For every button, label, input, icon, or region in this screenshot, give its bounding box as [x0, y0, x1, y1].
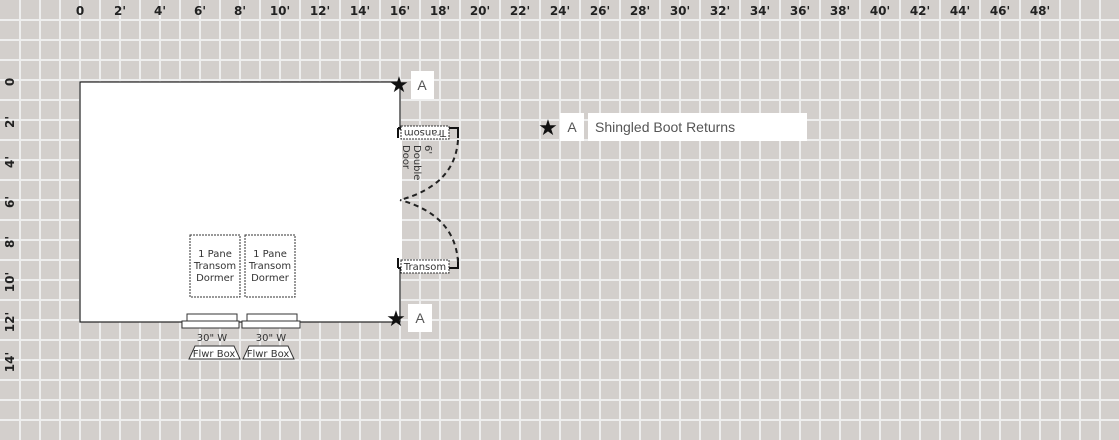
y-tick-label: 10' — [3, 272, 17, 292]
x-tick-label: 32' — [710, 4, 730, 18]
transom-bottom-label: Transom — [403, 262, 446, 273]
y-tick-label: 0 — [3, 78, 17, 86]
star-icon: ★ — [386, 306, 406, 331]
x-tick-label: 40' — [870, 4, 890, 18]
door-label-2: Double — [411, 145, 422, 180]
legend: ★ A Shingled Boot Returns — [538, 113, 807, 141]
double-door[interactable]: Transom Transom 6' Double Door — [397, 125, 459, 274]
door-label-3: Door — [400, 145, 411, 170]
y-tick-label: 8' — [3, 236, 17, 248]
transom-top-label: Transom — [404, 127, 447, 138]
x-tick-label: 48' — [1030, 4, 1050, 18]
legend-key: A — [567, 119, 577, 135]
x-tick-label: 20' — [470, 4, 490, 18]
x-tick-label: 36' — [790, 4, 810, 18]
dormer-label: Dormer — [251, 273, 290, 284]
door-label-1: 6' — [422, 145, 433, 154]
y-axis-labels: 0 2' 4' 6' 8' 10' 12' 14' — [3, 78, 17, 372]
x-tick-label: 38' — [830, 4, 850, 18]
x-tick-label: 16' — [390, 4, 410, 18]
dormer-label: Transom — [248, 261, 291, 272]
flower-box — [242, 345, 295, 360]
flower-box-label: Flwr Box — [193, 349, 236, 360]
x-tick-label: 44' — [950, 4, 970, 18]
x-tick-label: 34' — [750, 4, 770, 18]
x-tick-label: 4' — [154, 4, 166, 18]
marker-label: A — [415, 310, 425, 326]
flower-box — [188, 345, 241, 360]
flower-box-label: Flwr Box — [247, 349, 290, 360]
x-tick-label: 6' — [194, 4, 206, 18]
window-size-label: 30" W — [256, 333, 287, 344]
x-tick-label: 22' — [510, 4, 530, 18]
x-tick-label: 12' — [310, 4, 330, 18]
window-size-label: 30" W — [197, 333, 228, 344]
x-tick-label: 14' — [350, 4, 370, 18]
marker-top[interactable]: ★ A — [389, 71, 434, 99]
x-tick-label: 26' — [590, 4, 610, 18]
x-tick-label: 18' — [430, 4, 450, 18]
star-icon: ★ — [389, 72, 409, 97]
y-tick-label: 6' — [3, 196, 17, 208]
x-tick-label: 24' — [550, 4, 570, 18]
window-2[interactable]: 30" W Flwr Box — [241, 313, 301, 360]
marker-label: A — [417, 77, 427, 93]
y-tick-label: 14' — [3, 352, 17, 372]
x-tick-label: 46' — [990, 4, 1010, 18]
transom-top[interactable] — [400, 125, 450, 140]
dormer-label: Dormer — [196, 273, 235, 284]
x-tick-label: 10' — [270, 4, 290, 18]
x-tick-label: 2' — [114, 4, 126, 18]
x-tick-label: 28' — [630, 4, 650, 18]
dormer-2[interactable]: 1 Pane Transom Dormer — [244, 234, 296, 298]
door-swing — [399, 139, 459, 263]
transom-bottom[interactable] — [400, 259, 450, 274]
dormer-1[interactable]: 1 Pane Transom Dormer — [189, 234, 241, 298]
marker-bottom[interactable]: ★ A — [386, 304, 432, 332]
y-tick-label: 12' — [3, 312, 17, 332]
dormer-label: 1 Pane — [253, 249, 287, 260]
y-tick-label: 2' — [3, 116, 17, 128]
window-1[interactable]: 30" W Flwr Box — [181, 313, 241, 360]
door-opening — [399, 130, 402, 268]
y-tick-label: 4' — [3, 156, 17, 168]
dormer-label: 1 Pane — [198, 249, 232, 260]
x-axis-labels: 0 2' 4' 6' 8' 10' 12' 14' 16' 18' 20' 22' 24' 26' 28' 3… — [76, 4, 1050, 18]
dormer-label: Transom — [193, 261, 236, 272]
star-icon: ★ — [538, 115, 558, 140]
x-tick-label: 8' — [234, 4, 246, 18]
x-tick-label: 0 — [76, 4, 84, 18]
x-tick-label: 42' — [910, 4, 930, 18]
x-tick-label: 30' — [670, 4, 690, 18]
legend-text: Shingled Boot Returns — [595, 119, 735, 135]
